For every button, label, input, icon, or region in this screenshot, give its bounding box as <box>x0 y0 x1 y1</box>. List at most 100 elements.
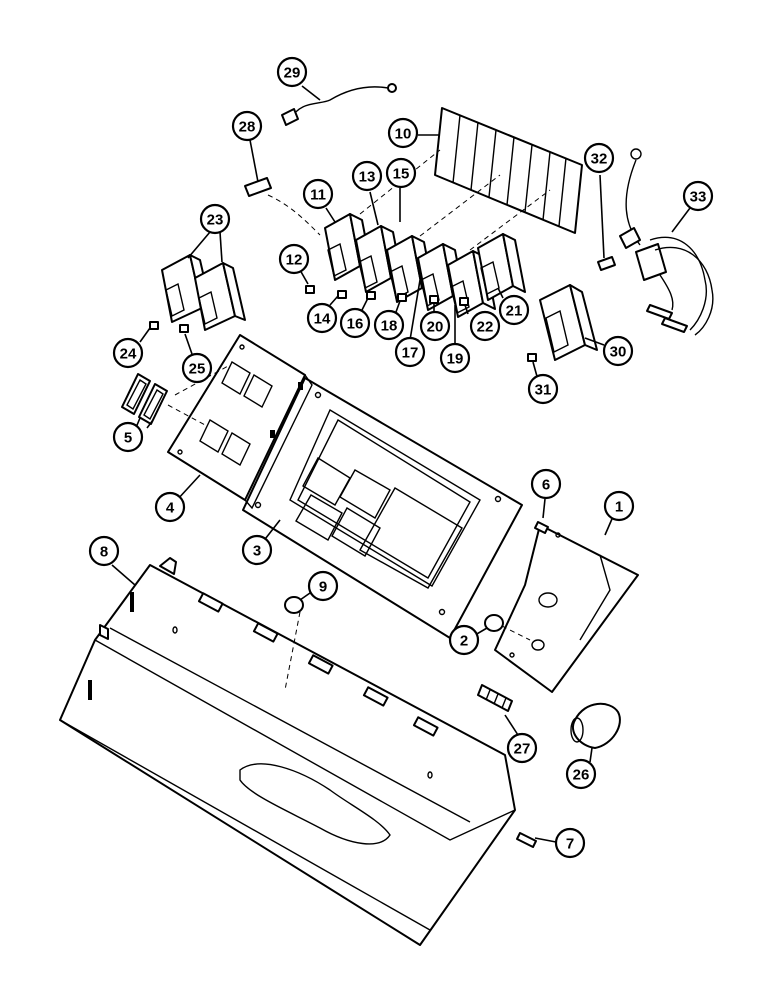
callout-27: 27 <box>506 732 538 764</box>
callout-number: 24 <box>120 346 137 363</box>
callout-29: 29 <box>276 56 308 88</box>
callout-18: 18 <box>373 309 405 341</box>
callout-circle <box>112 421 144 453</box>
callout-circle <box>276 56 308 88</box>
callout-circle <box>394 336 426 368</box>
callout-number: 13 <box>359 169 376 186</box>
callout-circle <box>469 310 501 342</box>
callout-circle <box>506 732 538 764</box>
callout-number: 7 <box>566 836 574 853</box>
callout-circle <box>448 624 480 656</box>
callout-21: 21 <box>498 294 530 326</box>
callout-circle <box>112 337 144 369</box>
callout-circle <box>527 373 559 405</box>
callout-circle <box>88 535 120 567</box>
lamp-holder-part <box>597 256 616 271</box>
callout-circle <box>154 491 186 523</box>
callout-number: 15 <box>393 166 410 183</box>
callout-number: 4 <box>166 500 175 517</box>
callout-circle <box>419 310 451 342</box>
callout-circle <box>307 570 339 602</box>
callout-circle <box>530 468 562 500</box>
callout-24: 24 <box>112 337 144 369</box>
callout-number: 29 <box>284 65 301 82</box>
callout-23: 23 <box>199 203 231 235</box>
callout-circle <box>302 178 334 210</box>
callout-number: 14 <box>314 311 331 328</box>
callout-26: 26 <box>565 758 597 790</box>
callout-13: 13 <box>351 160 383 192</box>
callout-number: 22 <box>477 319 494 336</box>
twin-switch-part <box>161 254 246 331</box>
callout-30: 30 <box>602 335 634 367</box>
callout-circle <box>682 180 714 212</box>
control-knob-part <box>570 702 621 749</box>
callout-number: 31 <box>535 382 552 399</box>
callout-number: 21 <box>506 303 523 320</box>
callout-labels: 1234567891011121314151617181920212223242… <box>88 56 714 859</box>
callout-number: 3 <box>253 543 261 560</box>
callout-number: 10 <box>395 126 412 143</box>
side-bracket-part <box>494 524 639 693</box>
callout-17: 17 <box>394 336 426 368</box>
callout-circle <box>554 827 586 859</box>
callout-circle <box>583 142 615 174</box>
callout-circle <box>339 307 371 339</box>
callout-circle <box>351 160 383 192</box>
callout-number: 5 <box>124 430 132 447</box>
callout-circle <box>231 110 263 142</box>
callout-number: 18 <box>381 318 398 335</box>
callout-number: 1 <box>615 499 623 516</box>
callout-32: 32 <box>583 142 615 174</box>
callout-number: 33 <box>690 189 707 206</box>
callout-number: 17 <box>402 345 419 362</box>
callout-16: 16 <box>339 307 371 339</box>
leader-lines <box>111 85 691 843</box>
callout-number: 12 <box>286 252 303 269</box>
callout-number: 23 <box>207 212 224 229</box>
callout-number: 26 <box>573 767 590 784</box>
callout-number: 2 <box>460 633 468 650</box>
blanking-plugs-part <box>121 373 168 425</box>
wiring-harness-part <box>619 148 714 336</box>
switch-bracket-part <box>167 334 313 510</box>
callout-circle <box>241 534 273 566</box>
callout-31: 31 <box>527 373 559 405</box>
callout-circle <box>602 335 634 367</box>
callout-circle <box>385 157 417 189</box>
callout-circle <box>373 309 405 341</box>
callout-number: 11 <box>310 187 326 204</box>
callout-3: 3 <box>241 534 273 566</box>
callout-number: 20 <box>427 319 444 336</box>
callout-circle <box>565 758 597 790</box>
callout-circle <box>181 352 213 384</box>
callout-5: 5 <box>112 421 144 453</box>
wire-lead-part <box>281 83 397 126</box>
callout-number: 30 <box>610 344 627 361</box>
bolt-part <box>516 832 537 848</box>
callout-6: 6 <box>530 468 562 500</box>
callout-circle <box>387 117 419 149</box>
callout-22: 22 <box>469 310 501 342</box>
single-switch-part <box>539 284 598 361</box>
callout-circle <box>439 342 471 374</box>
callout-20: 20 <box>419 310 451 342</box>
callout-11: 11 <box>302 178 334 210</box>
lens-strip-part <box>434 107 583 234</box>
plug-button-part <box>284 596 304 614</box>
panel-housing-part <box>59 557 516 946</box>
callout-number: 19 <box>447 351 464 368</box>
callout-7: 7 <box>554 827 586 859</box>
callout-number: 27 <box>514 741 531 758</box>
callout-number: 28 <box>239 119 256 136</box>
callout-number: 9 <box>319 579 327 596</box>
rocker-switch-row <box>305 213 526 318</box>
callout-9: 9 <box>307 570 339 602</box>
callout-8: 8 <box>88 535 120 567</box>
callout-2: 2 <box>448 624 480 656</box>
lamp-24 <box>149 321 159 330</box>
callout-number: 32 <box>591 151 608 168</box>
switch-shaft-part <box>477 684 513 712</box>
callout-15: 15 <box>385 157 417 189</box>
callout-number: 6 <box>542 477 550 494</box>
